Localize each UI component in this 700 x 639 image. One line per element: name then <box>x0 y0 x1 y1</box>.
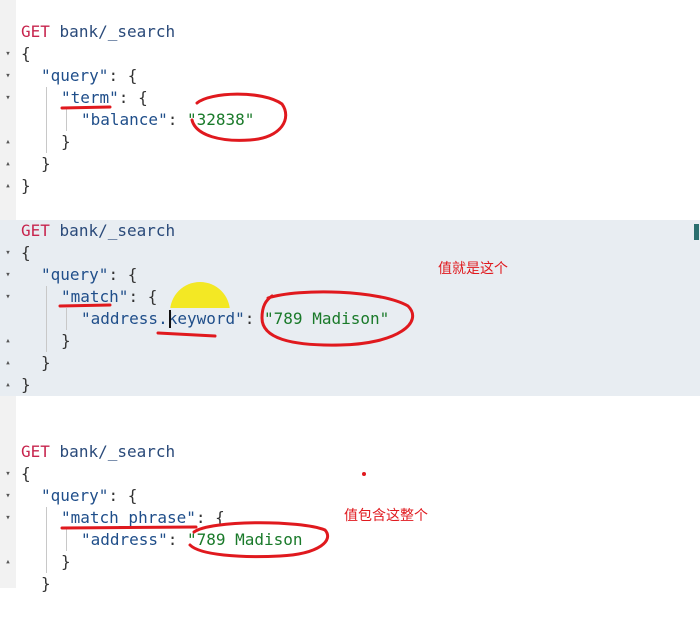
field-value: "32838" <box>186 110 255 129</box>
http-method: GET <box>21 221 50 240</box>
clause-key: "match_phrase" <box>61 508 196 527</box>
fold-up-icon[interactable]: ▴ <box>5 358 11 368</box>
close-brace: } <box>61 331 71 350</box>
close-brace: } <box>41 574 51 593</box>
annotation-dot <box>362 472 366 476</box>
fold-up-icon[interactable]: ▴ <box>5 137 11 147</box>
query-key: "query" <box>41 265 109 284</box>
request-url: bank/_search <box>59 221 176 240</box>
colon-open: : { <box>108 66 138 85</box>
close-brace: } <box>61 552 71 571</box>
field-key: "address" <box>81 530 168 549</box>
colon: : <box>167 530 187 549</box>
code-line[interactable]: ▾ { <box>0 242 700 264</box>
code-line[interactable]: ▾ { <box>0 463 700 485</box>
active-code-line[interactable]: "address.keyword": "789 Madison" <box>0 308 700 330</box>
fold-up-icon[interactable]: ▴ <box>5 159 11 169</box>
field-key-prefix: "address. <box>81 309 168 328</box>
open-brace: { <box>21 243 31 262</box>
code-line[interactable]: ▴ } <box>0 175 700 197</box>
code-line[interactable]: ▾ { <box>0 43 700 65</box>
fold-down-icon[interactable]: ▾ <box>5 469 11 479</box>
fold-up-icon[interactable]: ▴ <box>5 557 11 567</box>
indent-guide <box>66 109 67 131</box>
code-line[interactable]: ▴ } <box>0 352 700 374</box>
field-key: "balance" <box>81 110 168 129</box>
fold-up-icon[interactable]: ▴ <box>5 181 11 191</box>
fold-down-icon[interactable]: ▾ <box>5 248 11 258</box>
close-brace: } <box>41 154 51 173</box>
request-line[interactable]: GET bank/_search <box>0 21 700 43</box>
close-brace: } <box>21 176 31 195</box>
code-line[interactable]: ▴ } <box>0 330 700 352</box>
code-line[interactable]: "address": "789 Madison <box>0 529 700 551</box>
code-line[interactable]: ▴ } <box>0 551 700 573</box>
code-line[interactable]: ▾ "term": { <box>0 87 700 109</box>
colon-open: : { <box>118 88 148 107</box>
code-line[interactable]: } <box>0 573 700 595</box>
close-brace: } <box>61 132 71 151</box>
indent-guide <box>46 507 47 573</box>
code-line[interactable]: ▾ "query": { <box>0 65 700 87</box>
fold-down-icon[interactable]: ▾ <box>5 270 11 280</box>
code-line[interactable]: ▾ "match": { <box>0 286 700 308</box>
colon-open: : { <box>195 508 225 527</box>
colon: : <box>167 110 187 129</box>
request-line[interactable]: GET bank/_search <box>0 220 700 242</box>
code-line[interactable]: ▴ } <box>0 131 700 153</box>
fold-up-icon[interactable]: ▴ <box>5 380 11 390</box>
http-method: GET <box>21 442 50 461</box>
request-line[interactable]: GET bank/_search <box>0 441 700 463</box>
field-value: "789 Madison <box>186 530 303 549</box>
close-brace: } <box>41 353 51 372</box>
fold-down-icon[interactable]: ▾ <box>5 71 11 81</box>
indent-guide <box>46 87 47 153</box>
code-line[interactable]: ▴ } <box>0 153 700 175</box>
open-brace: { <box>21 464 31 483</box>
action-marker-icon[interactable] <box>694 224 699 240</box>
fold-down-icon[interactable]: ▾ <box>5 93 11 103</box>
colon-open: : { <box>128 287 158 306</box>
indent-guide <box>66 308 67 330</box>
annotation-note: 值就是这个 <box>438 261 508 277</box>
http-method: GET <box>21 22 50 41</box>
code-line[interactable]: "balance": "32838" <box>0 109 700 131</box>
code-line[interactable]: ▾ "query": { <box>0 485 700 507</box>
fold-down-icon[interactable]: ▾ <box>5 513 11 523</box>
colon-open: : { <box>108 265 138 284</box>
colon-open: : { <box>108 486 138 505</box>
field-value: "789 Madison" <box>264 309 390 328</box>
fold-down-icon[interactable]: ▾ <box>5 292 11 302</box>
indent-guide <box>66 529 67 551</box>
text-cursor <box>169 310 171 328</box>
open-brace: { <box>21 44 31 63</box>
code-line[interactable]: ▾ "query": { <box>0 264 700 286</box>
console-editor[interactable]: GET bank/_search ▾ { ▾ "query": { ▾ "ter… <box>0 0 700 593</box>
field-key-suffix: keyword" <box>167 309 245 328</box>
clause-key: "term" <box>61 88 119 107</box>
request-url: bank/_search <box>59 442 176 461</box>
close-brace: } <box>21 375 31 394</box>
code-line[interactable]: ▾ "match_phrase": { <box>0 507 700 529</box>
query-key: "query" <box>41 66 109 85</box>
query-key: "query" <box>41 486 109 505</box>
colon: : <box>244 309 265 328</box>
request-url: bank/_search <box>59 22 176 41</box>
code-line[interactable]: ▴ } <box>0 374 700 396</box>
fold-up-icon[interactable]: ▴ <box>5 336 11 346</box>
indent-guide <box>46 286 47 352</box>
fold-down-icon[interactable]: ▾ <box>5 49 11 59</box>
clause-key: "match" <box>61 287 129 306</box>
annotation-note: 值包含这整个 <box>344 508 428 524</box>
fold-down-icon[interactable]: ▾ <box>5 491 11 501</box>
